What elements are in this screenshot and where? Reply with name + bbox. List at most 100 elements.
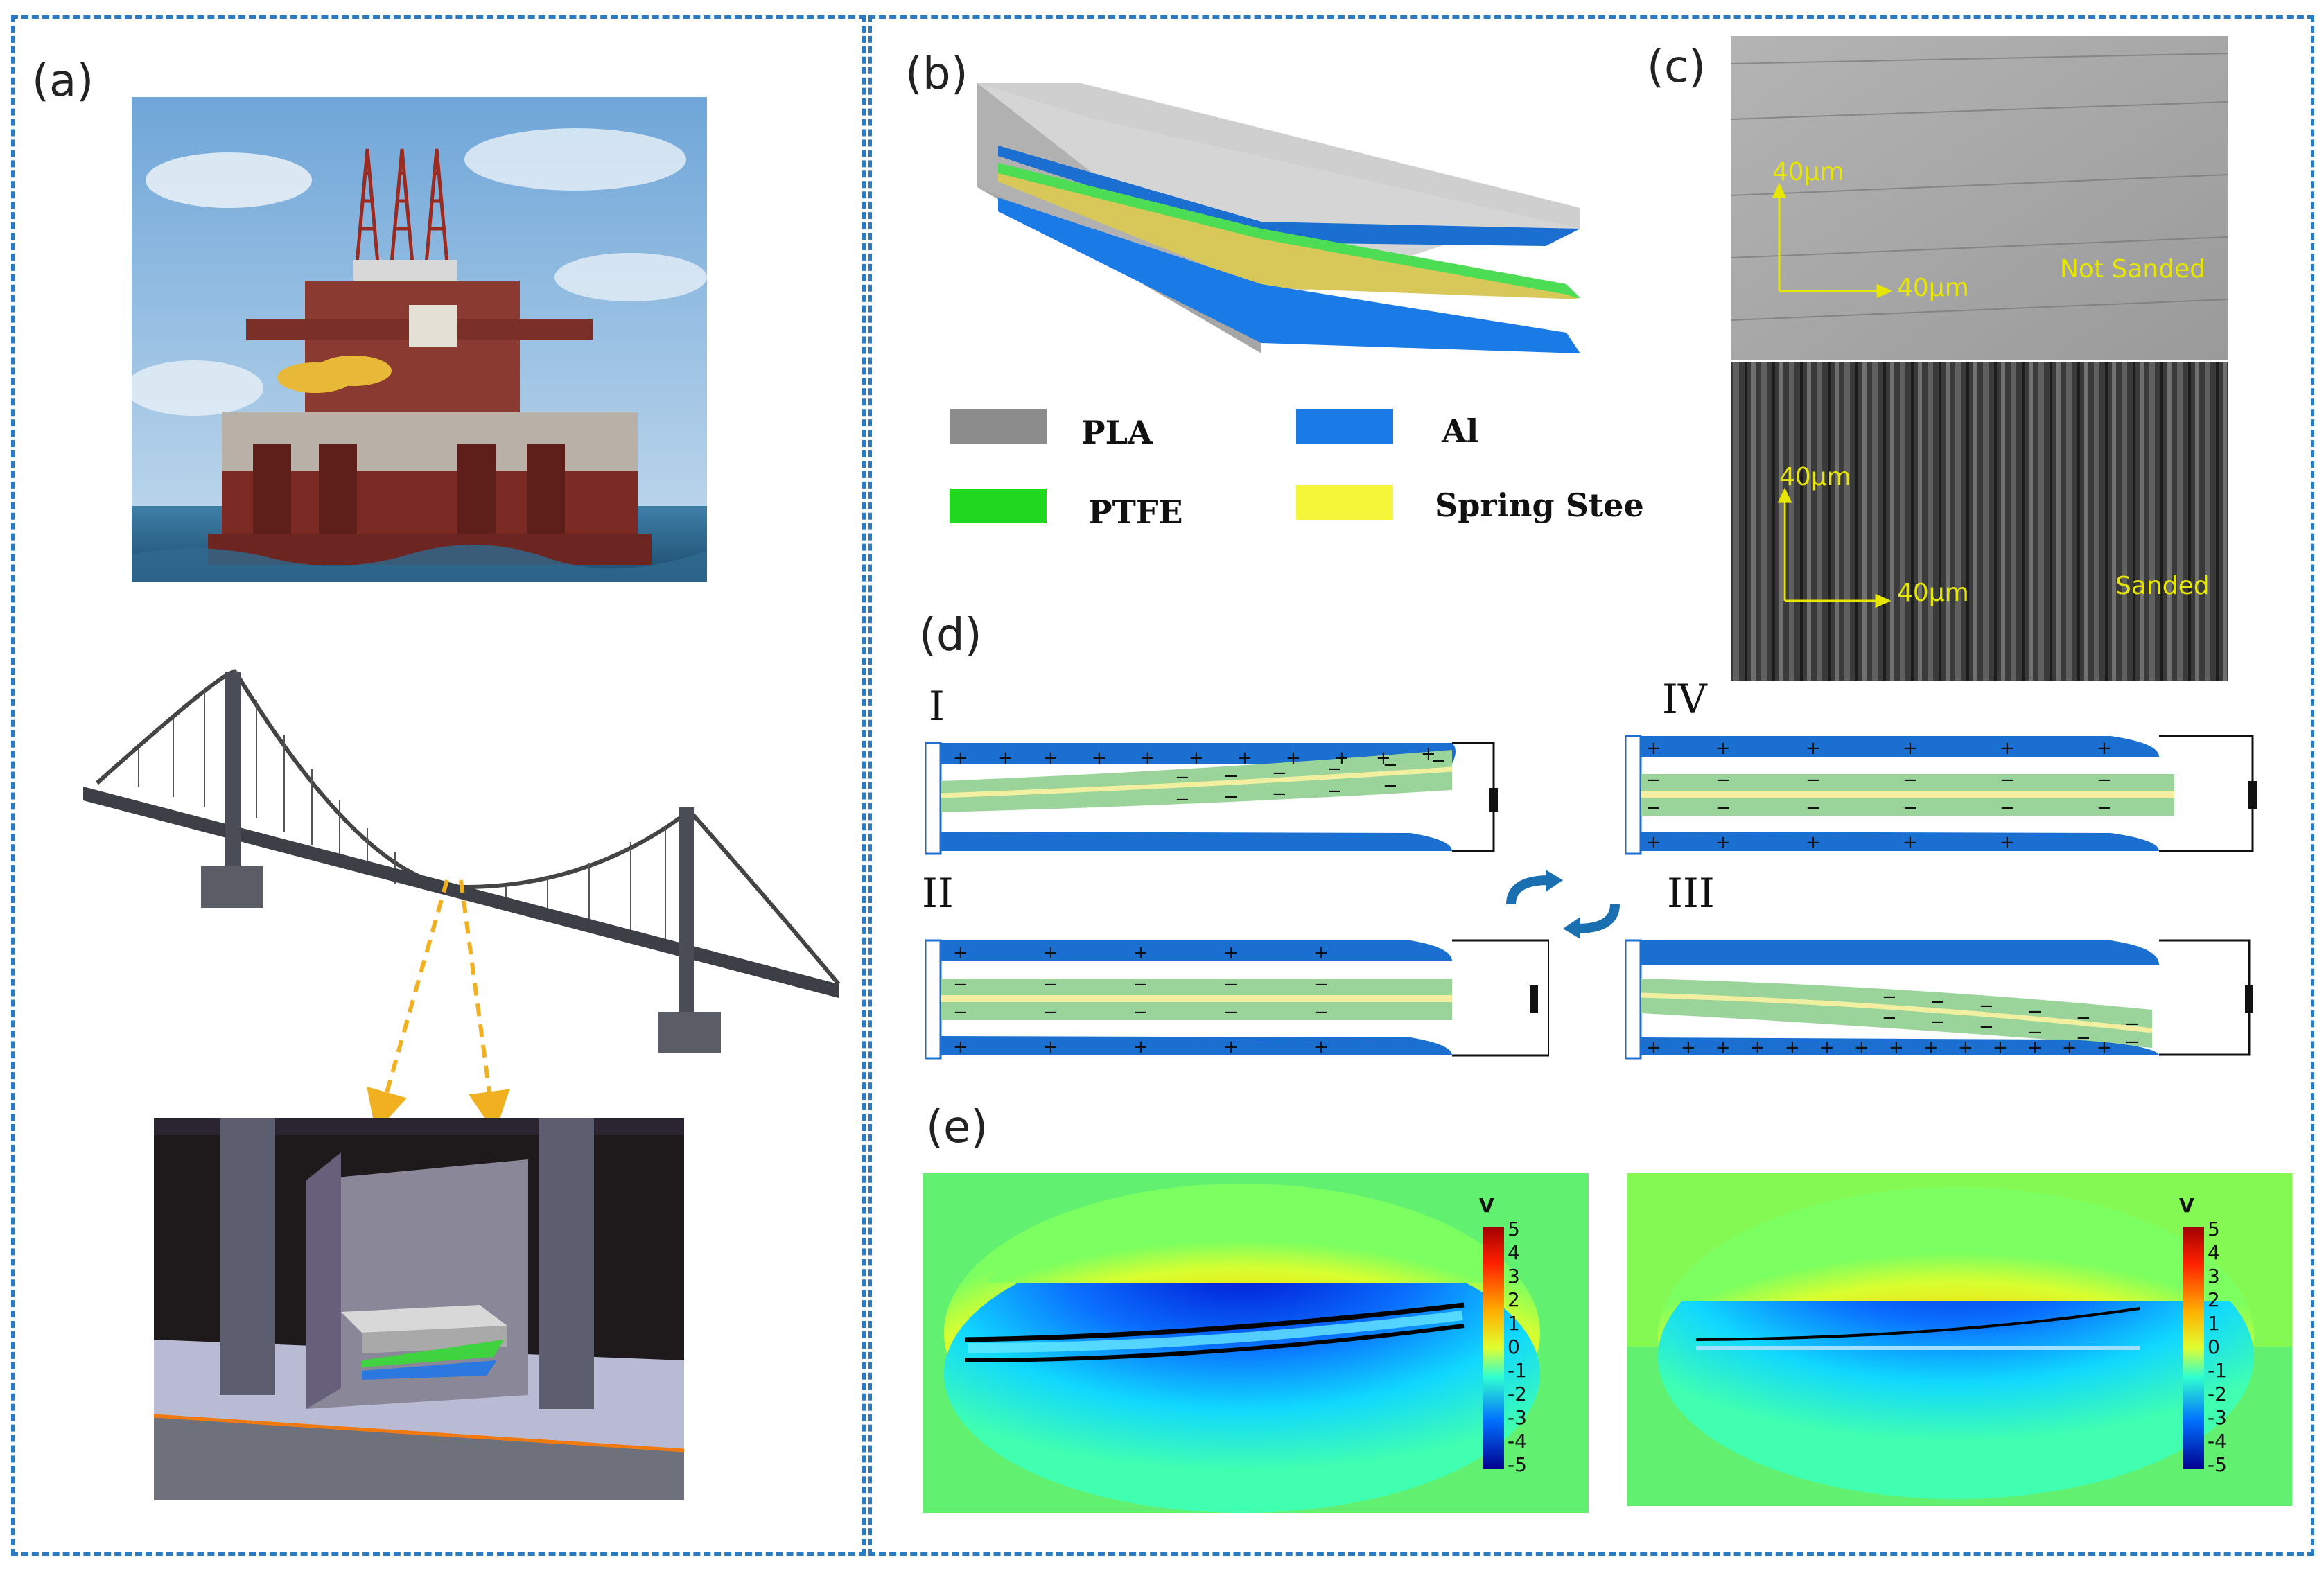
svg-text:+: +: [1043, 943, 1058, 963]
svg-text:+: +: [1903, 832, 1918, 853]
colorbar-tick-label: -4: [2208, 1430, 2227, 1453]
sem-images: 40μm 40μm Not Sanded 40μm 40μm Sanded: [1731, 36, 2228, 681]
panel-label-e: (e): [926, 1102, 988, 1153]
zoom-arrows: [367, 879, 510, 1130]
colorbar-left: V 5 4 3 2 1 0 -1 -2 -3 -4 -5: [1479, 1195, 1527, 1476]
stage-label-4: IV: [1662, 676, 1707, 723]
svg-text:−: −: [2027, 1001, 2043, 1022]
svg-text:−: −: [2124, 1032, 2140, 1053]
svg-text:−: −: [1272, 784, 1287, 805]
colorbar-tick-label: -2: [2208, 1383, 2227, 1405]
svg-text:+: +: [1140, 748, 1155, 769]
device-structure-3d: [977, 83, 1580, 353]
colorbar-tick-label: 2: [2208, 1288, 2220, 1311]
svg-text:+: +: [1750, 1037, 1765, 1058]
svg-text:−: −: [2097, 798, 2112, 818]
colorbar-tick-label: -3: [2208, 1406, 2227, 1429]
colorbar-tick-label: 0: [1508, 1335, 1520, 1358]
svg-text:+: +: [1133, 1037, 1148, 1058]
svg-text:+: +: [953, 1037, 968, 1058]
panel-label-b: (b): [905, 49, 968, 100]
colorbar-tick-label: -1: [1508, 1359, 1527, 1382]
sem-bottom-scale-y-label: 40μm: [1779, 463, 1851, 491]
svg-text:−: −: [2076, 1028, 2091, 1049]
svg-text:+: +: [2000, 738, 2015, 759]
svg-text:−: −: [1806, 798, 1821, 818]
svg-text:+: +: [1681, 1037, 1696, 1058]
svg-text:−: −: [1133, 1002, 1148, 1023]
svg-text:+: +: [1819, 1037, 1835, 1058]
svg-text:+: +: [1715, 832, 1731, 853]
colorbar-tick-label: 5: [2208, 1218, 2220, 1241]
svg-text:+: +: [1646, 738, 1661, 759]
stage-label-2: II: [922, 870, 954, 917]
potential-simulation-right: [1627, 1173, 2292, 1506]
svg-text:−: −: [1175, 767, 1190, 788]
svg-text:−: −: [1715, 770, 1731, 791]
svg-text:+: +: [1889, 1037, 1904, 1058]
colorbar-tick-label: 0: [2208, 1335, 2220, 1358]
svg-text:+: +: [953, 748, 968, 769]
legend-swatch-ptfe: [950, 489, 1047, 523]
svg-text:+: +: [1237, 748, 1252, 769]
svg-text:−: −: [1646, 798, 1661, 818]
svg-text:+: +: [2097, 1037, 2112, 1058]
svg-text:−: −: [2076, 1008, 2091, 1028]
svg-text:+: +: [1334, 748, 1349, 769]
sem-bottom-caption: Sanded: [2115, 572, 2210, 600]
sem-bottom-scale-x-label: 40μm: [1897, 579, 1969, 607]
offshore-platform-image: [132, 97, 707, 582]
panel-label-d: (d): [919, 610, 982, 661]
colorbar-tick-label: -5: [1508, 1453, 1527, 1476]
svg-text:−: −: [1223, 1002, 1239, 1023]
colorbar-tick-label: 4: [2208, 1241, 2220, 1264]
sem-top-scale-x-label: 40μm: [1897, 274, 1969, 302]
svg-text:−: −: [953, 974, 968, 995]
svg-text:−: −: [1882, 987, 1897, 1008]
device-inset-image: [154, 1118, 684, 1500]
colorbar-tick-label: -1: [2208, 1359, 2227, 1382]
svg-text:−: −: [1930, 1012, 1946, 1033]
panel-label-c: (c): [1647, 42, 1706, 93]
svg-text:−: −: [1133, 974, 1148, 995]
panels-b-e-frame: [868, 15, 2314, 1556]
sem-top-caption: Not Sanded: [2060, 255, 2205, 283]
svg-text:−: −: [1327, 781, 1343, 802]
svg-text:+: +: [1043, 1037, 1058, 1058]
colorbar-right: V 5 4 3 2 1 0 -1 -2 -3 -4 -5: [2179, 1195, 2227, 1476]
sem-top-scale-y-label: 40μm: [1772, 158, 1844, 186]
svg-text:−: −: [1903, 798, 1918, 818]
panel-a-frame: [11, 15, 866, 1556]
svg-text:−: −: [2124, 1014, 2140, 1035]
colorbar-tick-label: -5: [2208, 1453, 2227, 1476]
svg-text:−: −: [1383, 755, 1398, 775]
svg-text:+: +: [1313, 1037, 1329, 1058]
svg-text:+: +: [953, 943, 968, 963]
colorbar-tick-label: -4: [1508, 1430, 1527, 1453]
svg-text:−: −: [1223, 787, 1239, 807]
svg-text:−: −: [1646, 770, 1661, 791]
colorbar-tick-label: 2: [1508, 1288, 1520, 1311]
material-legend: PLA Al PTFE Spring Steel: [950, 409, 1643, 531]
stage-2-diagram: +++++ −−−−− −−−−− +++++: [925, 939, 1549, 1060]
svg-text:+: +: [1958, 1037, 1973, 1058]
legend-swatch-al: [1296, 409, 1393, 444]
svg-text:+: +: [1993, 1037, 2008, 1058]
svg-text:+: +: [1133, 943, 1148, 963]
svg-text:+: +: [1043, 748, 1058, 769]
svg-text:+: +: [1313, 943, 1329, 963]
svg-text:−: −: [1327, 759, 1343, 780]
svg-text:−: −: [1043, 1002, 1058, 1023]
svg-text:+: +: [1189, 748, 1204, 769]
svg-text:+: +: [1715, 738, 1731, 759]
colorbar-tick-label: 3: [2208, 1265, 2220, 1288]
svg-text:+: +: [1923, 1037, 1939, 1058]
svg-text:+: +: [1223, 1037, 1239, 1058]
potential-simulation-left: [923, 1173, 1589, 1513]
svg-text:+: +: [1646, 832, 1661, 853]
stage-1-diagram: ++++ ++++ +++ −−−−−− −−−−−: [925, 742, 1498, 855]
panel-label-a: (a): [32, 55, 94, 107]
svg-text:+: +: [1806, 832, 1821, 853]
colorbar-tick-label: -2: [1508, 1383, 1527, 1405]
svg-text:+: +: [2097, 738, 2112, 759]
